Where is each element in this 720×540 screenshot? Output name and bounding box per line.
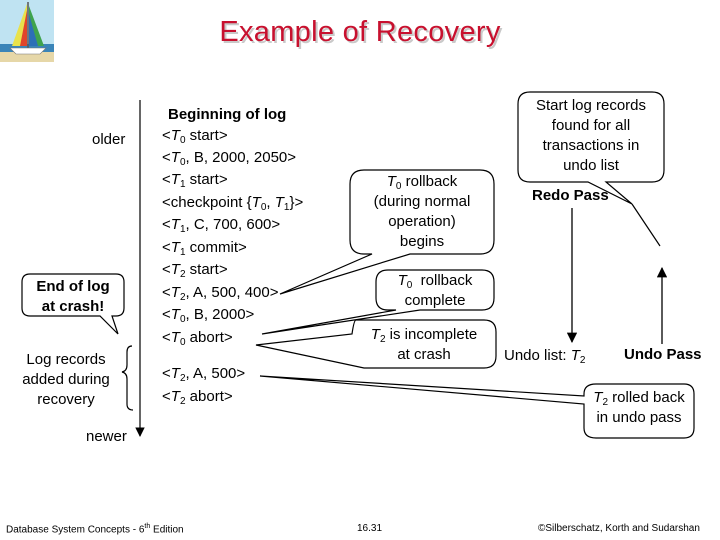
start-records-callout-text: Start log records found for all transact… [535, 97, 647, 174]
sailboat-logo-icon [0, 0, 54, 62]
t2-rolled-callout-bubble [259, 375, 695, 439]
start-records-callout-bubble [517, 91, 665, 205]
recovery-bracket [121, 345, 134, 411]
log-record: <T1, C, 700, 600> [162, 216, 281, 235]
t0-complete-callout-bubble [261, 269, 495, 335]
log-record: <T0 abort> [162, 329, 233, 348]
crash-callout-bubble [21, 273, 125, 335]
log-record: <T2 start> [162, 261, 228, 280]
crash-callout-text: End of log at crash! [36, 278, 110, 315]
log-record: <T2, A, 500, 400> [162, 284, 279, 303]
footer-copyright: ©Silberschatz, Korth and Sudarshan [538, 523, 700, 534]
undo-pass-label: Undo Pass [624, 346, 702, 363]
t0-rollback-callout-bubble [279, 169, 495, 295]
t0-complete-callout-text: T0 rollback complete [397, 272, 473, 309]
footer-page-number: 16.31 [357, 523, 383, 534]
log-record-checkpoint: <checkpoint {T0, T1}> [162, 194, 304, 213]
t0-rollback-callout-text: T0 rollback (during normal operation) be… [373, 173, 471, 250]
footer-book-title: Database System Concepts - 6th Edition [6, 523, 184, 536]
log-record: <T0, B, 2000, 2050> [162, 149, 297, 168]
t2-incomplete-callout-bubble [255, 319, 497, 369]
log-record: <T0, B, 2000> [162, 306, 255, 325]
log-record: <T0 start> [162, 127, 228, 146]
log-record: <T1 commit> [162, 239, 247, 258]
log-header: Beginning of log [168, 106, 287, 123]
log-record: <T1 start> [162, 171, 228, 190]
log-record-recovery: <T2 abort> [162, 388, 233, 407]
page-title: Example of Recovery [219, 16, 501, 48]
recovery-label: Log records added during recovery [22, 351, 110, 408]
axis-label-older: older [92, 131, 126, 148]
t2-rolled-callout-text: T2 rolled back in undo pass [593, 389, 685, 426]
t2-incomplete-callout-text: T2 is incomplete at crash [370, 326, 478, 363]
undo-list-label: Undo list: T2 [504, 347, 586, 366]
redo-pass-label: Redo Pass [532, 187, 609, 204]
axis-label-newer: newer [86, 428, 127, 445]
start-records-pointer [631, 203, 661, 247]
log-record-recovery: <T2, A, 500> [162, 365, 246, 384]
